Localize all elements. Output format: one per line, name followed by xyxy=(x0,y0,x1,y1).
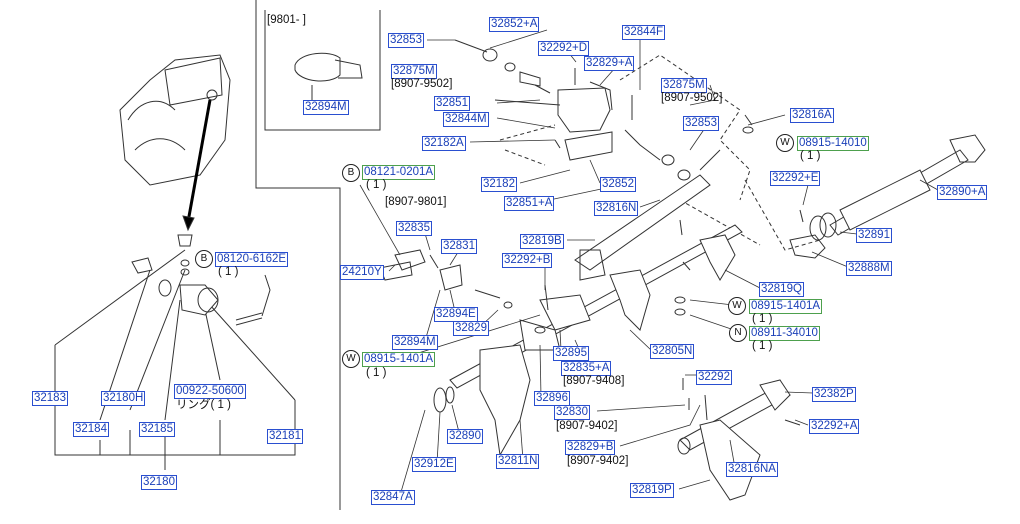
part-label-32292A[interactable]: 32292+A xyxy=(809,419,860,434)
part-label-32844M[interactable]: 32844M xyxy=(443,112,489,127)
washer-marker-W-left: W xyxy=(342,350,360,368)
part-label-32912E[interactable]: 32912E xyxy=(412,457,456,472)
part-label-32181[interactable]: 32181 xyxy=(267,429,303,444)
washer-marker-W-right: W xyxy=(728,297,746,315)
part-label-00922-50600[interactable]: 00922-50600 xyxy=(174,384,246,399)
part-label-32182[interactable]: 32182 xyxy=(481,177,517,192)
qty-08120-6162E: ( 1 ) xyxy=(218,266,239,278)
part-label-32829B[interactable]: 32829+B xyxy=(565,440,616,455)
qty-08915-14010: ( 1 ) xyxy=(800,150,821,162)
part-label-08120-6162E[interactable]: 08120-6162E xyxy=(215,252,289,267)
part-label-32890[interactable]: 32890 xyxy=(447,429,483,444)
part-label-32894M-inset[interactable]: 32894M xyxy=(303,100,349,115)
bolt-marker-B-left: B xyxy=(195,250,213,268)
note-8907-9408: [8907-9408] xyxy=(563,375,625,387)
note-8907-9402-b: [8907-9402] xyxy=(567,455,629,467)
part-label-32851A[interactable]: 32851+A xyxy=(504,196,555,211)
part-label-32847A[interactable]: 32847A xyxy=(371,490,415,505)
part-label-32180H[interactable]: 32180H xyxy=(101,391,146,406)
part-label-24210Y[interactable]: 24210Y xyxy=(340,265,384,280)
part-label-08915-14010[interactable]: 08915-14010 xyxy=(797,136,869,151)
part-label-32890A[interactable]: 32890+A xyxy=(937,185,988,200)
ring-qty: リング( 1 ) xyxy=(176,399,231,411)
nut-marker-N: N xyxy=(729,324,747,342)
part-label-32816NA[interactable]: 32816NA xyxy=(726,462,778,477)
part-label-32830[interactable]: 32830 xyxy=(554,405,590,420)
note-8907-9502-b: [8907-9502] xyxy=(661,92,723,104)
inset-date-range: [9801- ] xyxy=(267,14,306,26)
part-label-32292[interactable]: 32292 xyxy=(696,370,732,385)
part-label-32831[interactable]: 32831 xyxy=(441,239,477,254)
part-label-08121-0201A[interactable]: 08121-0201A xyxy=(362,165,436,180)
part-label-32292D[interactable]: 32292+D xyxy=(538,41,589,56)
note-8907-9502: [8907-9502] xyxy=(391,78,453,90)
part-label-32894E[interactable]: 32894E xyxy=(434,307,478,322)
part-label-08911-34010[interactable]: 08911-34010 xyxy=(749,326,820,341)
part-label-32835A[interactable]: 32835+A xyxy=(561,361,612,376)
part-label-32292E[interactable]: 32292+E xyxy=(770,171,821,186)
part-label-32811N[interactable]: 32811N xyxy=(496,454,540,469)
section-divider xyxy=(255,0,341,510)
part-label-32894M[interactable]: 32894M xyxy=(392,335,438,350)
part-label-32180[interactable]: 32180 xyxy=(141,475,177,490)
part-label-32835[interactable]: 32835 xyxy=(396,221,432,236)
part-label-08915-1401A-right[interactable]: 08915-1401A xyxy=(749,299,823,314)
part-label-32852[interactable]: 32852 xyxy=(600,177,636,192)
part-label-32816N[interactable]: 32816N xyxy=(594,201,639,216)
part-label-32819P[interactable]: 32819P xyxy=(630,483,674,498)
qty-08121-0201A: ( 1 ) xyxy=(366,179,387,191)
part-label-32888M[interactable]: 32888M xyxy=(846,261,892,276)
part-label-32185[interactable]: 32185 xyxy=(139,422,175,437)
part-label-32829[interactable]: 32829 xyxy=(453,321,489,336)
part-label-32382P[interactable]: 32382P xyxy=(812,387,856,402)
part-label-32182A[interactable]: 32182A xyxy=(422,136,466,151)
part-label-32875M-b[interactable]: 32875M xyxy=(661,78,707,93)
part-label-32851[interactable]: 32851 xyxy=(434,96,470,111)
part-label-32844F[interactable]: 32844F xyxy=(622,25,666,40)
part-label-32853-b[interactable]: 32853 xyxy=(683,116,719,131)
part-label-32896[interactable]: 32896 xyxy=(534,391,570,406)
part-label-32852A[interactable]: 32852+A xyxy=(489,17,540,32)
part-label-32292B[interactable]: 32292+B xyxy=(502,253,553,268)
part-label-32853[interactable]: 32853 xyxy=(388,33,424,48)
part-label-32875M[interactable]: 32875M xyxy=(391,64,437,79)
part-label-32816A[interactable]: 32816A xyxy=(790,108,834,123)
qty-08911-34010: ( 1 ) xyxy=(752,340,773,352)
qty-08915-1401A-left: ( 1 ) xyxy=(366,367,387,379)
qty-08915-1401A-right: ( 1 ) xyxy=(752,313,773,325)
part-label-08915-1401A-left[interactable]: 08915-1401A xyxy=(362,352,436,367)
part-label-32819Q[interactable]: 32819Q xyxy=(759,282,804,297)
bolt-marker-B: B xyxy=(342,164,360,182)
note-8907-9402: [8907-9402] xyxy=(556,420,618,432)
part-label-32819B[interactable]: 32819B xyxy=(520,234,564,249)
part-label-32184[interactable]: 32184 xyxy=(73,422,109,437)
washer-marker-W: W xyxy=(776,134,794,152)
part-label-32183[interactable]: 32183 xyxy=(32,391,68,406)
inset-frame xyxy=(264,10,381,131)
note-8907-9801: [8907-9801] xyxy=(385,196,447,208)
part-label-32891[interactable]: 32891 xyxy=(856,228,892,243)
part-label-32805N[interactable]: 32805N xyxy=(650,344,695,359)
part-label-32829A[interactable]: 32829+A xyxy=(584,56,635,71)
part-label-32895[interactable]: 32895 xyxy=(553,346,589,361)
